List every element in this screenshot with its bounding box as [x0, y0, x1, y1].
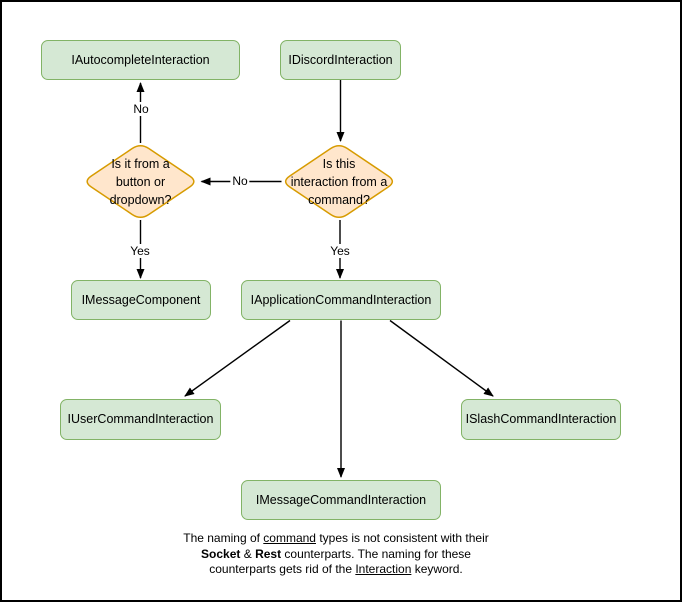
node-idiscordinteraction: IDiscordInteraction: [280, 40, 401, 80]
naming-note: The naming of command types is not consi…: [136, 531, 536, 578]
decision-from-command-shape: [284, 145, 394, 218]
note-text: counterparts gets rid of the: [209, 562, 356, 576]
node-iapplicationcommandinteraction: IApplicationCommandInteraction: [241, 280, 441, 320]
note-text: The naming of: [183, 531, 264, 545]
edge-label-yes-left: Yes: [128, 244, 152, 258]
naming-note-line-1: The naming of command types is not consi…: [136, 531, 536, 547]
note-bold-rest: Rest: [255, 546, 282, 561]
naming-note-line-3: counterparts gets rid of the Interaction…: [136, 562, 536, 578]
edge-label-yes-right: Yes: [328, 244, 352, 258]
note-underline-command: command: [263, 531, 316, 545]
edge-label-no-top: No: [131, 102, 151, 116]
edge-application-command-to-slash-command: [389, 319, 494, 397]
note-text: types is not consistent with their: [315, 531, 489, 545]
edge-application-command-to-user-command: [184, 319, 291, 397]
node-imessagecomponent: IMessageComponent: [71, 280, 211, 320]
naming-note-line-2: Socket & Rest counterparts. The naming f…: [136, 547, 536, 563]
note-underline-interaction: Interaction: [355, 562, 412, 576]
node-imessagecommandinteraction: IMessageCommandInteraction: [241, 480, 441, 520]
note-text: &: [240, 546, 256, 561]
note-text: counterparts. The naming for these: [281, 546, 471, 561]
node-iusercommandinteraction: IUserCommandInteraction: [60, 399, 221, 440]
node-iautocompleteinteraction: IAutocompleteInteraction: [41, 40, 240, 80]
note-text: keyword.: [411, 562, 463, 576]
node-islashcommandinteraction: ISlashCommandInteraction: [461, 399, 621, 440]
note-bold-socket: Socket: [201, 546, 241, 561]
decision-button-dropdown-shape: [86, 145, 195, 218]
edge-label-no-mid: No: [230, 174, 250, 188]
